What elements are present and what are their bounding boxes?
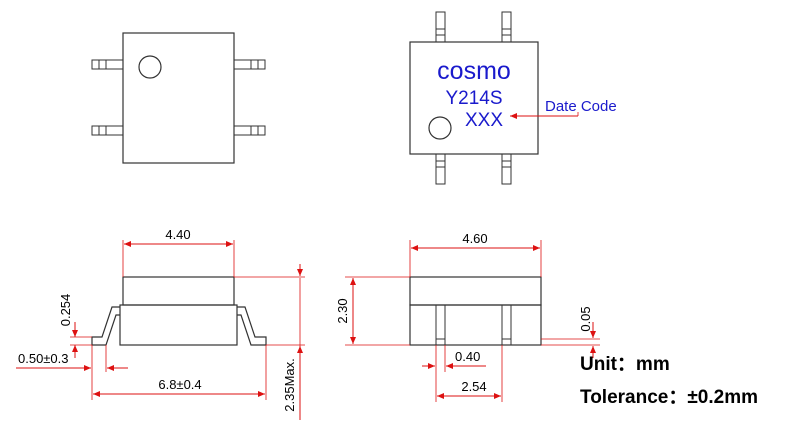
bottom-view-body: [122, 32, 235, 164]
dim-standoff: 0.05: [578, 306, 593, 331]
side-view: 4.40 0.254 0.50±0.3 6.8±0.4 2.35Max.: [16, 227, 305, 420]
dim-lead-span: 6.8±0.4: [158, 377, 201, 392]
top-view-lead-top-right: [501, 11, 512, 43]
end-view-body-top: [409, 276, 542, 306]
date-code-marking: XXX: [465, 110, 503, 131]
top-view-lead-top-left: [435, 11, 446, 43]
dim-lead-pitch: 2.54: [461, 379, 486, 394]
top-view-lead-bottom-left: [435, 153, 446, 185]
bottom-view-lead-right-upper: [233, 59, 266, 70]
top-view: cosmo Y214S XXX Date Code: [409, 11, 617, 185]
dim-body-width-side: 4.40: [165, 227, 190, 242]
end-view-body-bottom: [409, 304, 542, 346]
brand-marking: cosmo: [437, 57, 511, 85]
bottom-view-lead-right-lower: [233, 125, 266, 136]
unit-note: Unit：mm: [580, 354, 670, 375]
end-view: 4.60 2.30 0.05 0.40 2.54: [335, 231, 600, 402]
side-view-gull-lead-left: [91, 306, 120, 346]
dim-max-height: 2.35Max.: [282, 358, 297, 411]
tolerance-note: Tolerance：±0.2mm: [580, 387, 758, 408]
top-view-body: [409, 41, 539, 155]
dim-lead-thickness: 0.254: [58, 294, 73, 327]
pin1-dot-bottom: [138, 55, 162, 79]
side-view-gull-lead-right: [237, 306, 267, 346]
dim-body-height: 2.30: [335, 298, 350, 323]
side-view-body-top: [122, 276, 235, 306]
date-code-callout: Date Code: [545, 98, 617, 115]
dim-lead-width: 0.40: [455, 349, 480, 364]
dim-body-width-end: 4.60: [462, 231, 487, 246]
dim-lead-offset: 0.50±0.3: [18, 351, 69, 366]
bottom-view: [91, 32, 266, 164]
side-view-body-bottom: [119, 304, 238, 346]
end-view-lead-right: [501, 304, 512, 346]
end-view-lead-left: [435, 304, 446, 346]
part-number-marking: Y214S: [445, 88, 502, 109]
top-view-lead-bottom-right: [501, 153, 512, 185]
pin1-dot-top: [428, 116, 452, 140]
bottom-view-lead-left-lower: [91, 125, 124, 136]
bottom-view-lead-left-upper: [91, 59, 124, 70]
